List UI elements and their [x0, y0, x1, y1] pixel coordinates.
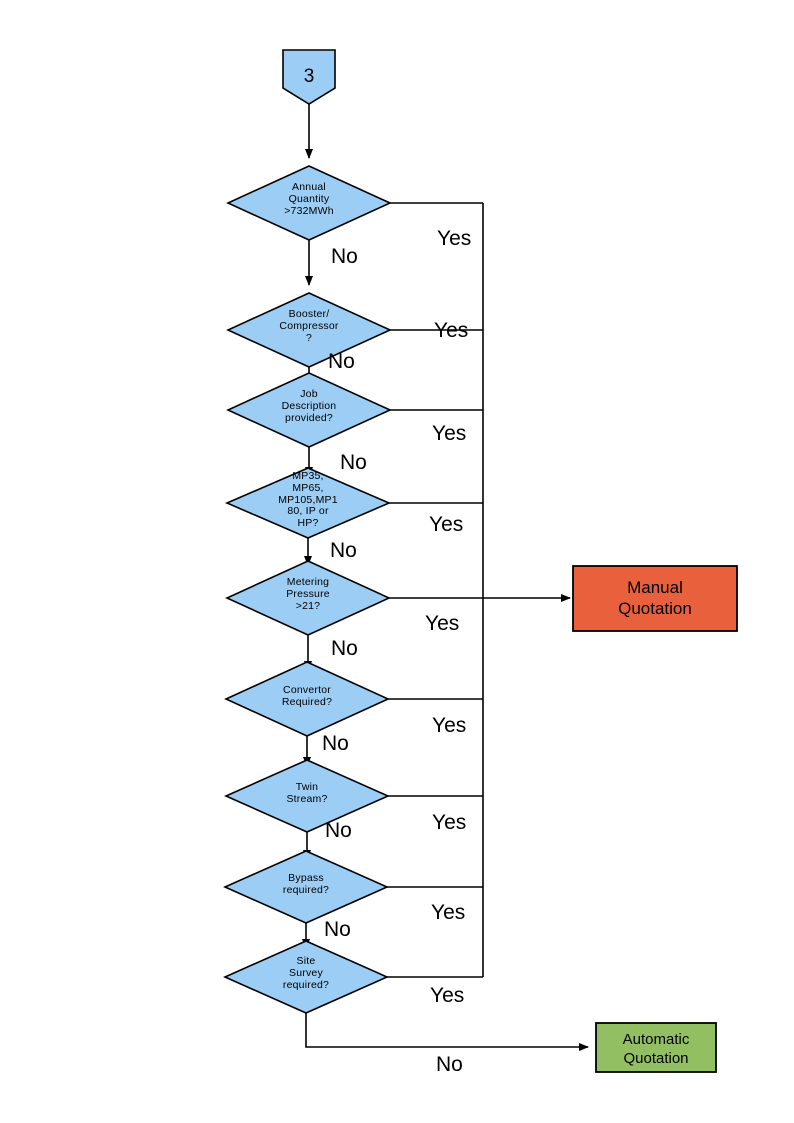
decision-metering-pressure-shape — [225, 560, 391, 636]
edge-label-yes-convertor-required: Yes — [432, 714, 467, 737]
edge-label-no-twin-stream: No — [325, 819, 352, 842]
edge-label-no-booster-compressor: No — [328, 350, 355, 373]
decision-site-survey-shape — [223, 940, 389, 1014]
edge-label-yes-site-survey: Yes — [430, 984, 465, 1007]
edge-label-yes-annual-quantity: Yes — [437, 227, 472, 250]
edge-label-yes-metering-pressure: Yes — [425, 612, 460, 635]
edge-label-no-metering-pressure: No — [331, 637, 358, 660]
decision-twin-stream-shape — [224, 759, 390, 833]
edge-label-no-meter-type: No — [330, 539, 357, 562]
terminal-automatic-quotation-shape — [595, 1022, 717, 1073]
edge-label-yes-meter-type: Yes — [429, 513, 464, 536]
decision-bypass-required-shape — [223, 850, 389, 924]
edge-label-no-final: No — [436, 1053, 463, 1076]
edge-label-no-job-description: No — [340, 451, 367, 474]
edge-site-survey-no-to-automatic — [305, 1013, 589, 1051]
edge-label-no-bypass-required: No — [324, 918, 351, 941]
decision-job-description-shape — [226, 372, 392, 448]
decision-booster-compressor-shape — [226, 292, 392, 368]
edge-label-yes-job-description: Yes — [432, 422, 467, 445]
decision-meter-type-shape — [224, 467, 392, 539]
edge-label-yes-booster-compressor: Yes — [434, 319, 469, 342]
edge-label-yes-twin-stream: Yes — [432, 811, 467, 834]
decision-convertor-required-shape — [224, 661, 390, 737]
edge-label-no-convertor-required: No — [322, 732, 349, 755]
edge-label-yes-bypass-required: Yes — [431, 901, 466, 924]
edge-label-no-annual-quantity: No — [331, 245, 358, 268]
start-connector-shape — [282, 49, 336, 105]
decision-annual-quantity-shape — [226, 165, 392, 241]
terminal-manual-quotation-shape — [572, 565, 738, 632]
